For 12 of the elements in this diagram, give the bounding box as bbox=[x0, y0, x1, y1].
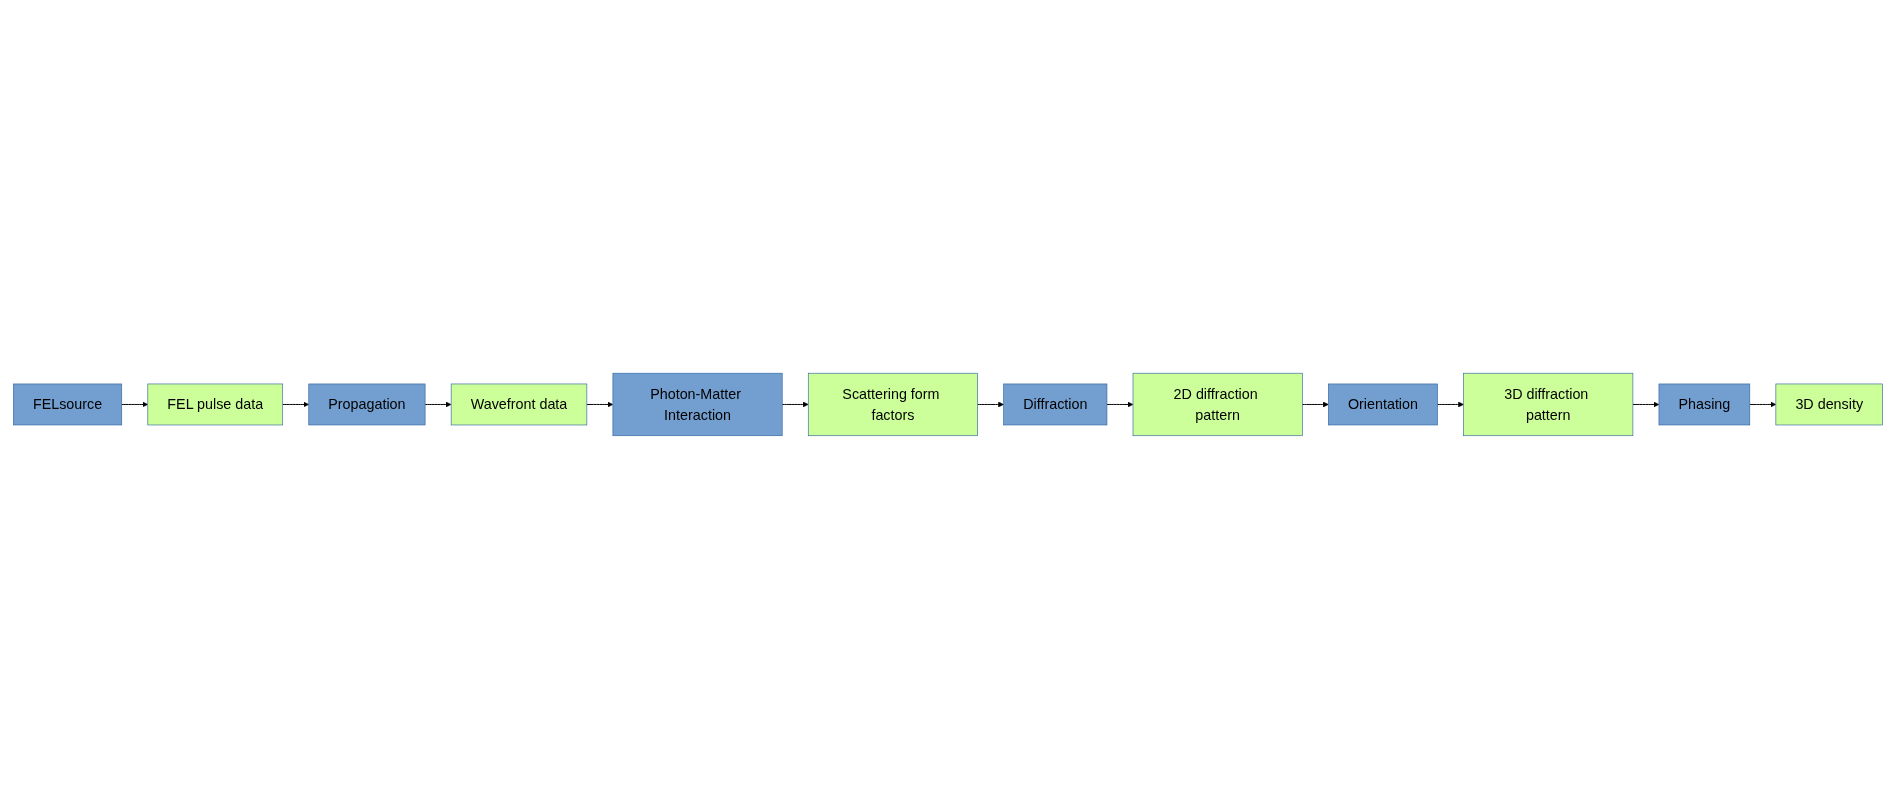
node-box: Photon-Matter Interaction bbox=[612, 372, 783, 436]
node-box: 3D density bbox=[1775, 383, 1883, 425]
node-box: Phasing bbox=[1658, 383, 1750, 425]
node-box: Diffraction bbox=[1002, 383, 1107, 425]
node-box: Wavefront data bbox=[450, 383, 587, 425]
node-box: Propagation bbox=[307, 383, 425, 425]
node-box: FELsource bbox=[12, 383, 122, 425]
node-box: FEL pulse data bbox=[146, 383, 283, 425]
node-box: 2D diffraction pattern bbox=[1132, 372, 1303, 436]
node-box: Scattering form factors bbox=[807, 372, 978, 436]
node-box: 3D diffraction pattern bbox=[1462, 372, 1633, 436]
node-box: Orientation bbox=[1327, 383, 1438, 425]
